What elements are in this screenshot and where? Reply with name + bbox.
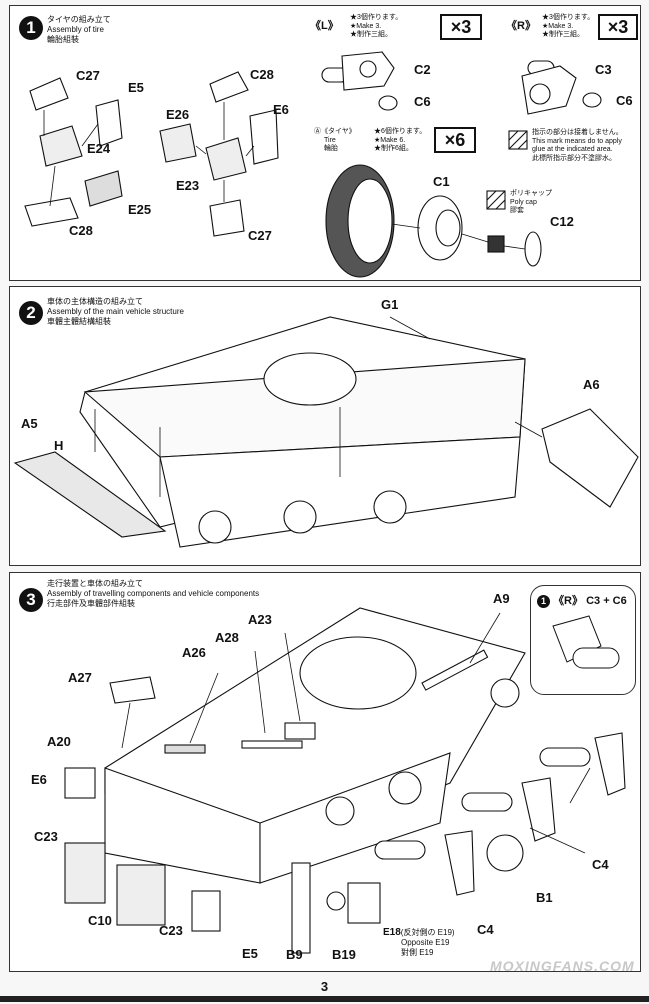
part-label: A6 [583,377,600,392]
e18-note: E18(反対側の E19) Opposite E19 對側 E19 [383,928,455,958]
left-side-label: 《L》 [310,20,339,32]
page-number: 3 [320,979,329,994]
make3-note-right: ★3個作ります。★Make 3.★制作三組。 [542,14,595,38]
part-label: C12 [550,214,574,229]
part-label: H [54,438,64,453]
inset-side: 《R》 [553,595,584,607]
step1-number: 1 [19,16,43,40]
part-label: E6 [273,102,289,117]
part-label: E24 [87,141,111,156]
part-label: C28 [69,223,93,238]
part-label: C23 [159,923,183,938]
part-label: A26 [182,645,206,660]
step3-number: 3 [19,588,43,612]
e18-opposite-en: Opposite E19 [401,938,450,947]
part-label: C1 [433,174,450,189]
multiplier-badge: ×3 [598,14,638,40]
e18-label: E18 [383,927,401,938]
part-label: C2 [414,62,431,77]
part-label: A23 [248,612,272,627]
part-label: C27 [248,228,272,243]
part-label: A5 [21,416,38,431]
inset-parts: C3 + C6 [586,595,627,607]
part-label: E6 [31,772,47,787]
inset-callout: 1 《R》 C3 + C6 [530,585,636,695]
make6-note: ★6個作ります。★Make 6.★制作6組。 [374,128,427,152]
part-label: E26 [166,107,190,122]
part-label: G1 [381,297,399,312]
step2-hull-drawing [13,316,639,548]
step1-title-en: Assembly of tire [47,25,104,34]
part-label: C6 [414,94,431,109]
step3-hull-drawing [64,607,626,954]
step1-title-ja: タイヤの組み立て [47,15,111,24]
part-label: C10 [88,913,112,928]
part-label: C6 [616,93,633,108]
part-label: C4 [592,857,609,872]
part-label: A9 [493,591,510,606]
part-label: C23 [34,829,58,844]
part-label: C3 [595,62,612,77]
part-label: B9 [286,947,303,962]
inset-step-circle: 1 [537,595,550,608]
step1-drawing [24,51,602,278]
part-label: E5 [128,80,144,95]
footer-rule [0,996,649,1002]
step2-number: 2 [19,301,43,325]
watermark: MOXINGFANS.COM [490,958,635,974]
part-label: B19 [332,947,356,962]
part-label: E23 [176,178,200,193]
part-label: C27 [76,68,100,83]
part-label: A27 [68,670,92,685]
part-label: A20 [47,734,71,749]
right-side-label: 《R》 [506,20,536,32]
part-label: A28 [215,630,239,645]
glue-note: 指示の部分は接着しません。This mark means do to apply… [532,129,623,162]
part-label: C4 [477,922,494,937]
multiplier-badge: ×3 [440,14,482,40]
e18-opposite-zh: 對側 E19 [401,948,434,957]
e18-opposite-ja: (反対側の E19) [400,928,455,937]
part-label: C28 [250,67,274,82]
inset-title: 1 《R》 C3 + C6 [537,592,627,608]
step1-panel: 1 タイヤの組み立て Assembly of tire 輪胎組裝 [9,5,641,281]
part-label: B1 [536,890,553,905]
part-label: E25 [128,202,152,217]
step1-title-zh: 輪胎組裝 [47,35,79,44]
part-label: E5 [242,946,258,961]
make3-note-left: ★3個作ります。★Make 3.★制作三組。 [350,14,403,38]
step1-title: タイヤの組み立て Assembly of tire 輪胎組裝 [47,15,111,45]
multiplier-badge: ×6 [434,127,476,153]
